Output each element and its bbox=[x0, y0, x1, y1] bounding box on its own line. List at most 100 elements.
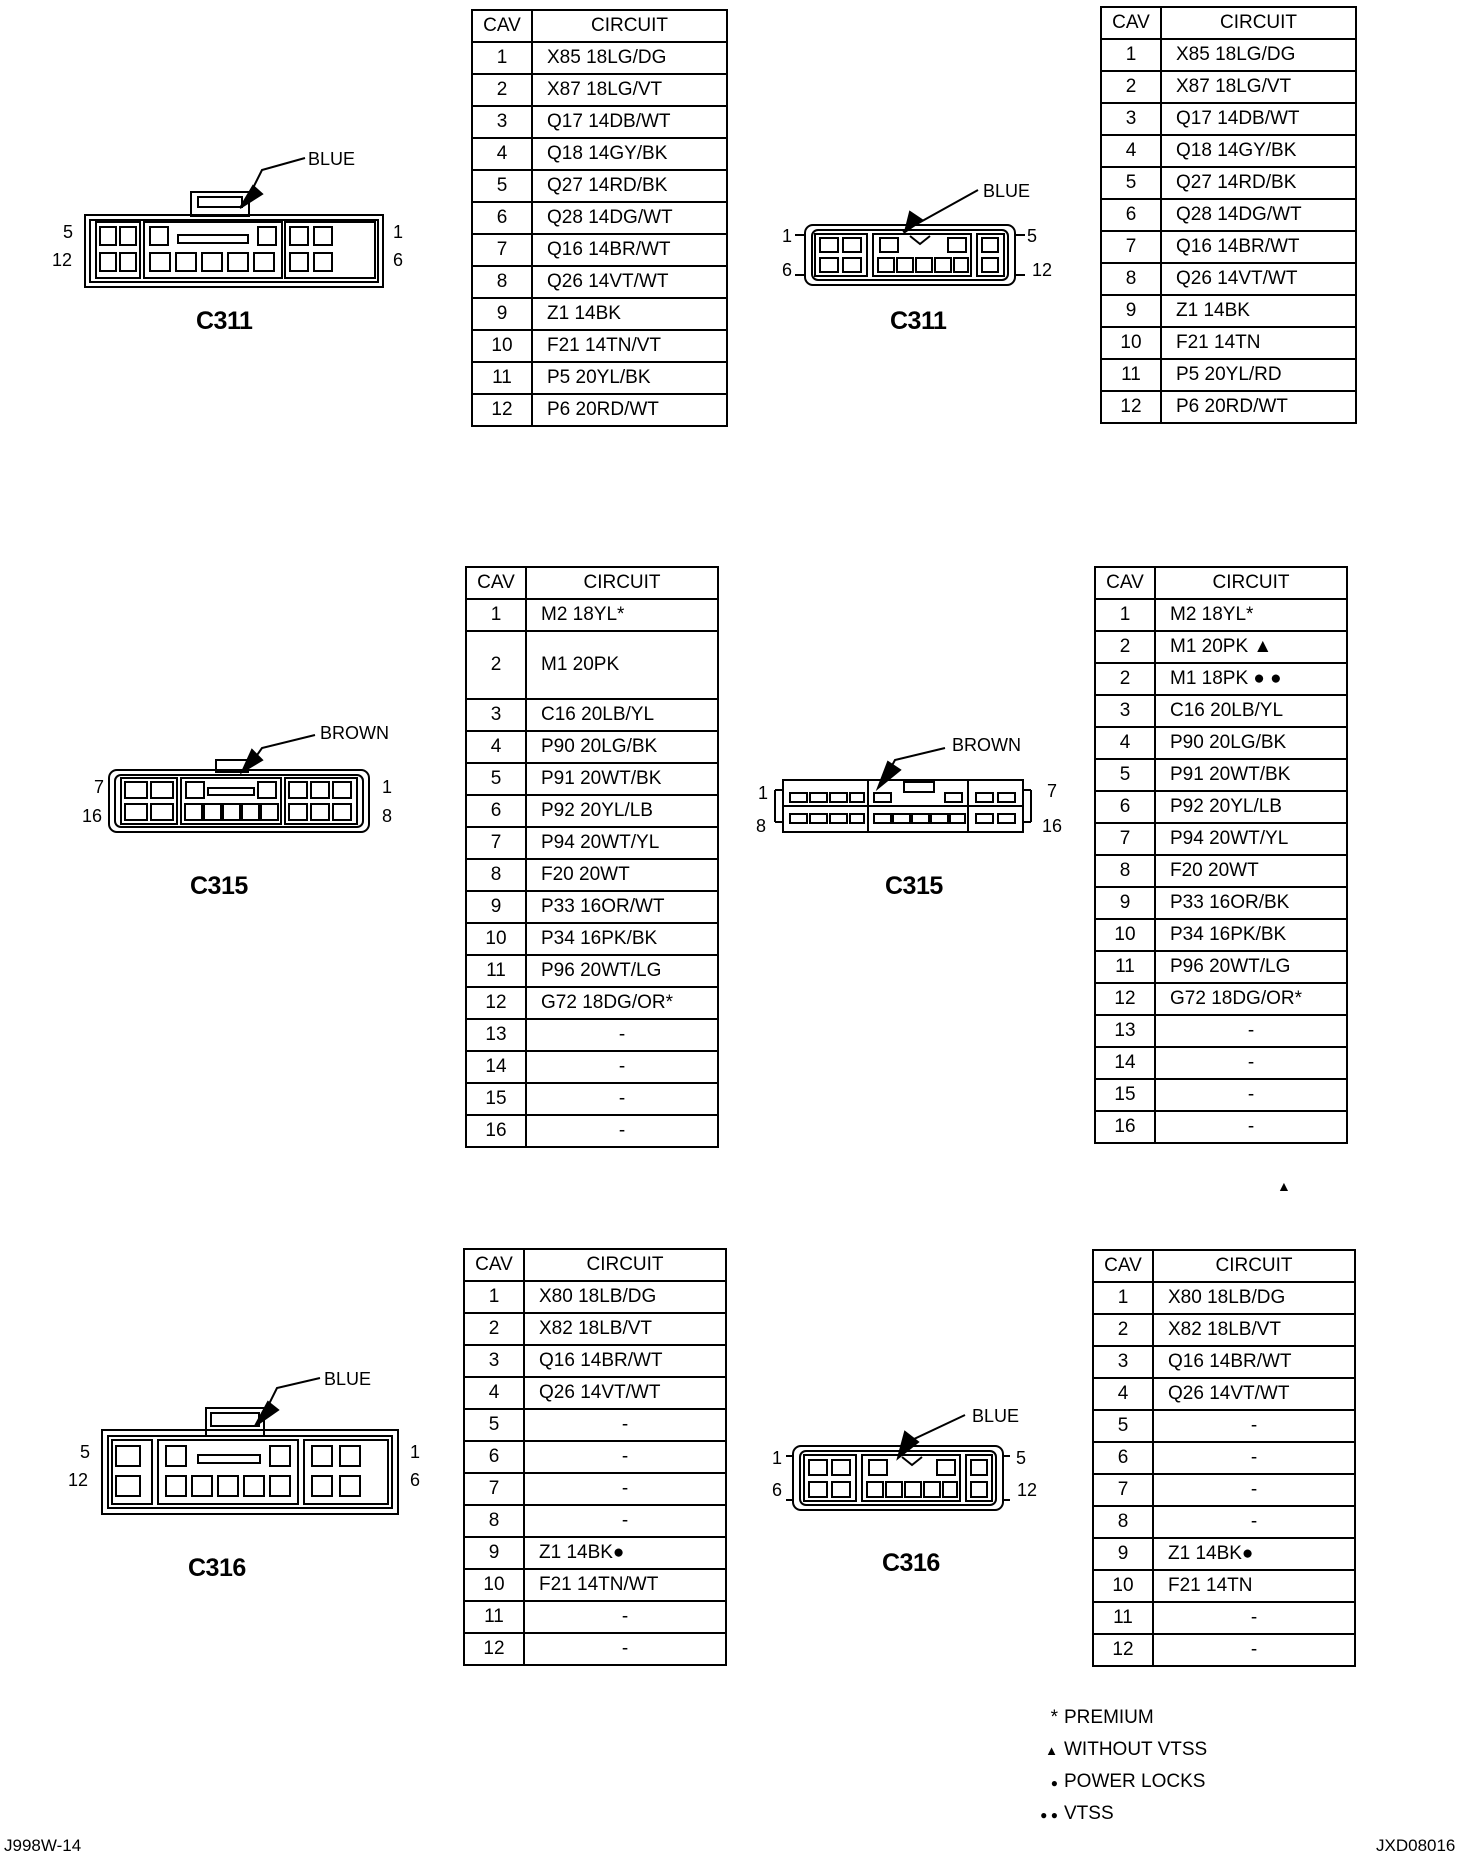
double-dot-icon: ● ● bbox=[1040, 1808, 1058, 1822]
circuit-cell: Z1 14BK bbox=[531, 297, 728, 331]
circuit-cell: - bbox=[525, 1018, 719, 1052]
c315-left-connector-drawing: BROWN 7 16 1 8 bbox=[82, 723, 392, 833]
cav-cell: 14 bbox=[465, 1050, 527, 1084]
circuit-cell: - bbox=[523, 1472, 727, 1506]
circuit-cell: Q27 14RD/BK bbox=[531, 169, 728, 203]
pin-label: 6 bbox=[772, 1480, 782, 1500]
circuit-cell: X80 18LB/DG bbox=[1152, 1281, 1356, 1315]
cav-cell: 14 bbox=[1094, 1046, 1156, 1080]
cav-cell: 6 bbox=[465, 794, 527, 828]
circuit-cell: - bbox=[525, 1114, 719, 1148]
cavity-grid bbox=[115, 1445, 361, 1497]
cav-header: CAV bbox=[1100, 6, 1162, 40]
table-row: 14- bbox=[1094, 1046, 1348, 1080]
pin-label: 8 bbox=[382, 806, 392, 826]
circuit-cell: - bbox=[1154, 1110, 1348, 1144]
circuit-cell: P94 20WT/YL bbox=[525, 826, 719, 860]
circuit-cell: C16 20LB/YL bbox=[525, 698, 719, 732]
asterisk-icon: * bbox=[1050, 1707, 1058, 1728]
cav-cell: 12 bbox=[463, 1632, 525, 1666]
circuit-cell: - bbox=[1154, 1046, 1348, 1080]
cav-cell: 6 bbox=[463, 1440, 525, 1474]
cav-cell: 3 bbox=[471, 105, 533, 139]
circuit-cell: F20 20WT bbox=[525, 858, 719, 892]
circuit-cell: - bbox=[523, 1504, 727, 1538]
cav-cell: 11 bbox=[1100, 358, 1162, 392]
cav-cell: 1 bbox=[471, 41, 533, 75]
circuit-cell: Q16 14BR/WT bbox=[1160, 230, 1357, 264]
color-label: BLUE bbox=[972, 1406, 1019, 1426]
circuit-cell: P34 16PK/BK bbox=[525, 922, 719, 956]
pin-label: 1 bbox=[758, 783, 768, 803]
pin-label: 7 bbox=[94, 777, 104, 797]
cav-cell: 5 bbox=[1100, 166, 1162, 200]
circuit-cell: - bbox=[523, 1440, 727, 1474]
connector-title: C315 bbox=[190, 872, 248, 900]
cav-cell: 10 bbox=[471, 329, 533, 363]
cav-cell: 9 bbox=[1100, 294, 1162, 328]
cav-cell: 5 bbox=[1094, 758, 1156, 792]
circuit-cell: P92 20YL/LB bbox=[1154, 790, 1348, 824]
table-row: 7- bbox=[463, 1472, 727, 1506]
table-row: 15- bbox=[465, 1082, 719, 1116]
legend: *PREMIUM ▲WITHOUT VTSS ●POWER LOCKS ● ●V… bbox=[1040, 1702, 1207, 1830]
circuit-cell: Q18 14GY/BK bbox=[1160, 134, 1357, 168]
legend-item: ●POWER LOCKS bbox=[1040, 1766, 1207, 1798]
cav-cell: 8 bbox=[1100, 262, 1162, 296]
pin-label: 1 bbox=[382, 777, 392, 797]
color-label: BLUE bbox=[983, 181, 1030, 201]
circuit-cell: P90 20LG/BK bbox=[525, 730, 719, 764]
circuit-cell: Q17 14DB/WT bbox=[1160, 102, 1357, 136]
cav-cell: 2 bbox=[1100, 70, 1162, 104]
cav-cell: 5 bbox=[463, 1408, 525, 1442]
connector-title: C315 bbox=[885, 872, 943, 900]
cav-cell: 10 bbox=[465, 922, 527, 956]
dot-icon: ● bbox=[1050, 1776, 1058, 1790]
cavity-grid bbox=[819, 237, 999, 273]
cav-cell: 8 bbox=[1094, 854, 1156, 888]
cav-cell: 11 bbox=[1092, 1601, 1154, 1635]
circuit-cell: P33 16OR/BK bbox=[1154, 886, 1348, 920]
circuit-cell: - bbox=[1152, 1505, 1356, 1539]
cav-cell: 3 bbox=[1092, 1345, 1154, 1379]
table-row: 12- bbox=[463, 1632, 727, 1666]
circuit-cell: Q17 14DB/WT bbox=[531, 105, 728, 139]
circuit-cell: - bbox=[1154, 1078, 1348, 1112]
cav-cell: 7 bbox=[1094, 822, 1156, 856]
cav-cell: 10 bbox=[1094, 918, 1156, 952]
legend-text: WITHOUT VTSS bbox=[1064, 1739, 1208, 1760]
cav-cell: 12 bbox=[1100, 390, 1162, 424]
circuit-cell: - bbox=[523, 1632, 727, 1666]
circuit-cell: X85 18LG/DG bbox=[531, 41, 728, 75]
cav-cell: 6 bbox=[1094, 790, 1156, 824]
circuit-cell: Q18 14GY/BK bbox=[531, 137, 728, 171]
circuit-cell: - bbox=[1154, 1014, 1348, 1048]
circuit-cell: Q16 14BR/WT bbox=[1152, 1345, 1356, 1379]
cav-header: CAV bbox=[1092, 1249, 1154, 1283]
circuit-cell: Z1 14BK bbox=[1160, 294, 1357, 328]
pin-label: 12 bbox=[1017, 1480, 1037, 1500]
circuit-header: CIRCUIT bbox=[523, 1248, 727, 1282]
cav-cell: 13 bbox=[465, 1018, 527, 1052]
table-row: 13- bbox=[1094, 1014, 1348, 1048]
